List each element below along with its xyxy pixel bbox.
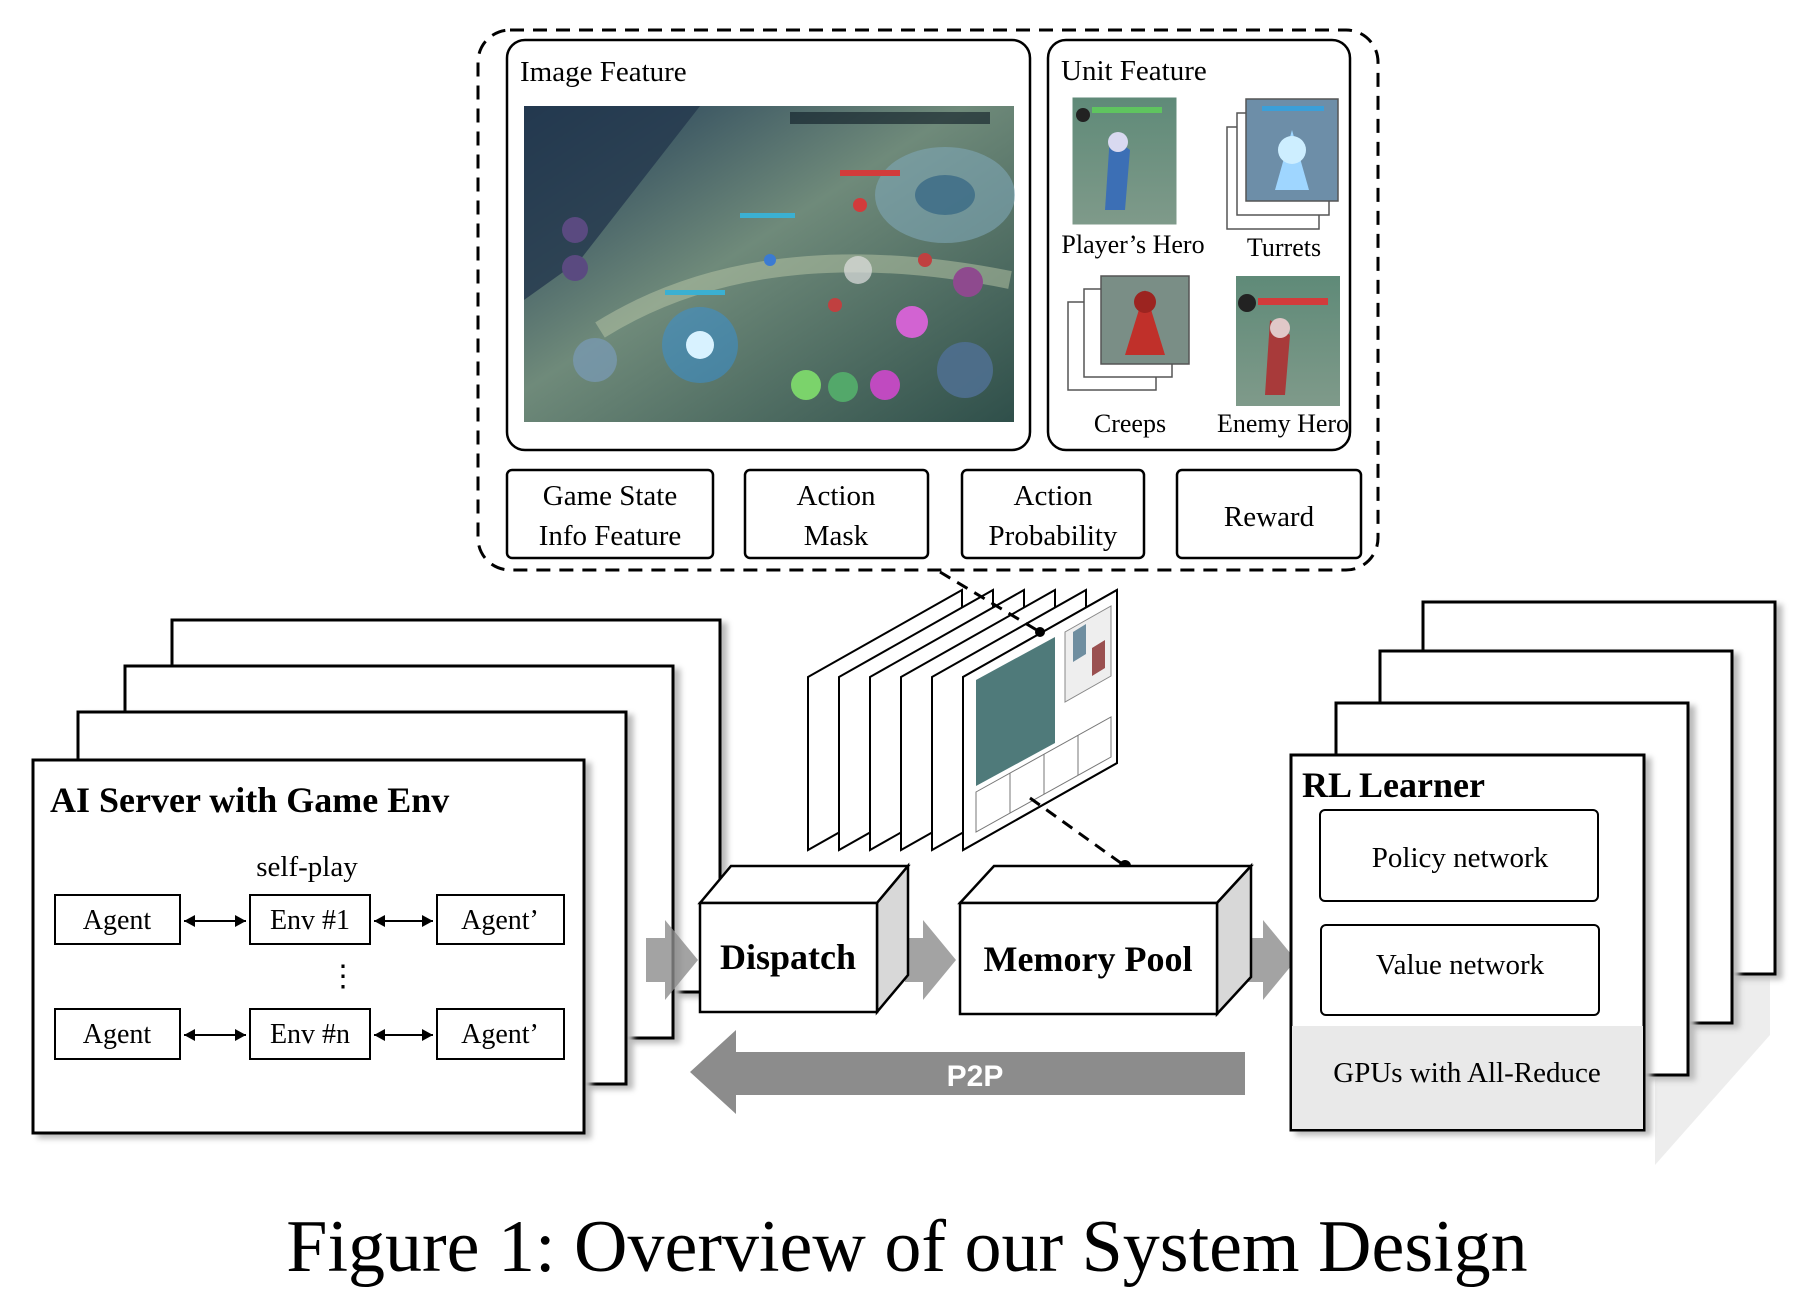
value-network-label: Value network bbox=[1376, 949, 1545, 981]
game-screenshot-icon bbox=[524, 106, 1015, 422]
rl-learner-title: RL Learner bbox=[1302, 765, 1485, 805]
svg-text:Reward: Reward bbox=[1224, 501, 1315, 533]
unit-label-creeps: Creeps bbox=[1094, 409, 1166, 438]
env-label: Env #1 bbox=[270, 905, 350, 936]
info-box-game-state: Game State Info Feature bbox=[505, 468, 715, 560]
unit-feature-title: Unit Feature bbox=[1061, 55, 1207, 87]
image-feature-title: Image Feature bbox=[520, 56, 687, 88]
ai-server-title: AI Server with Game Env bbox=[50, 780, 449, 820]
svg-text:Action: Action bbox=[1014, 480, 1093, 512]
turret-thumbnail-icon bbox=[1226, 98, 1339, 230]
data-frames-stack bbox=[807, 588, 1118, 852]
svg-text:Action: Action bbox=[797, 480, 876, 512]
agent-prime-label: Agent’ bbox=[461, 1019, 539, 1050]
policy-network-box bbox=[1319, 809, 1599, 902]
agent-label: Agent bbox=[83, 1019, 152, 1050]
svg-text:Probability: Probability bbox=[989, 520, 1118, 552]
ellipsis-vertical: ⋮ bbox=[328, 960, 358, 993]
value-network-box bbox=[1320, 924, 1600, 1016]
policy-network-label: Policy network bbox=[1372, 842, 1549, 874]
data-frame-preview-icon bbox=[962, 588, 1118, 852]
feature-dashed-border bbox=[476, 28, 1380, 572]
rl-learner-stack: RL Learner Policy network Value network … bbox=[1289, 600, 1777, 1165]
svg-text:Info Feature: Info Feature bbox=[539, 520, 682, 552]
enemy-hero-thumbnail-icon bbox=[1236, 276, 1340, 406]
creep-thumbnail-icon bbox=[1067, 275, 1190, 391]
unit-feature-box: Unit Feature Player’s Hero Turrets bbox=[1046, 38, 1352, 452]
svg-text:Game State: Game State bbox=[543, 480, 677, 512]
hero-thumbnail-icon bbox=[1071, 96, 1178, 226]
dispatch-box: Dispatch bbox=[697, 862, 911, 1016]
gpu-band bbox=[1292, 1026, 1643, 1129]
memory-pool-box: Memory Pool bbox=[957, 862, 1254, 1018]
connector-dot bbox=[1035, 627, 1045, 637]
arrow-memory-to-learner bbox=[1245, 920, 1296, 1000]
connector-frame-to-memory bbox=[1029, 796, 1126, 868]
dispatch-label: Dispatch bbox=[720, 937, 856, 977]
unit-label-turrets: Turrets bbox=[1247, 233, 1321, 262]
ai-server-front-panel bbox=[31, 758, 586, 1135]
unit-label-enemy-hero: Enemy Hero bbox=[1217, 409, 1349, 438]
figure-caption: Figure 1: Overview of our System Design bbox=[286, 1206, 1528, 1288]
self-play-label: self-play bbox=[256, 851, 358, 883]
p2p-arrow-shape bbox=[690, 1030, 1245, 1114]
agent-label: Agent bbox=[83, 905, 152, 936]
memory-pool-label: Memory Pool bbox=[984, 939, 1193, 979]
info-box-reward: Reward bbox=[1175, 468, 1363, 560]
arrow-dispatch-to-memory bbox=[905, 920, 956, 1000]
agent-row-2: Agent Env #n Agent’ bbox=[54, 1008, 565, 1060]
feature-panel: Image Feature bbox=[476, 28, 1380, 572]
gpus-label: GPUs with All-Reduce bbox=[1333, 1057, 1600, 1089]
agent-row-1: Agent Env #1 Agent’ bbox=[54, 894, 565, 945]
svg-text:Mask: Mask bbox=[804, 520, 869, 552]
image-feature-box: Image Feature bbox=[505, 38, 1032, 452]
p2p-arrow: P2P bbox=[690, 1030, 1245, 1114]
info-box-action-probability: Action Probability bbox=[960, 468, 1146, 560]
env-label: Env #n bbox=[270, 1019, 350, 1050]
info-box-action-mask: Action Mask bbox=[743, 468, 930, 560]
ai-server-stack: AI Server with Game Env self-play Agent … bbox=[31, 618, 722, 1135]
arrow-server-to-dispatch bbox=[646, 920, 698, 1000]
agent-prime-label: Agent’ bbox=[461, 905, 539, 936]
p2p-label: P2P bbox=[947, 1060, 1004, 1093]
unit-label-players-hero: Player’s Hero bbox=[1061, 230, 1204, 259]
